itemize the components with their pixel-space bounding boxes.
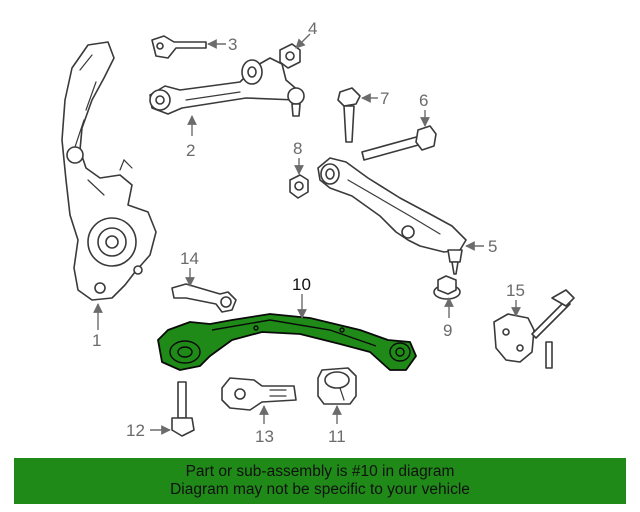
- notice-line-1: Part or sub-assembly is #10 in diagram: [185, 463, 455, 480]
- callout-2: 2: [186, 141, 195, 160]
- part-1-knuckle[interactable]: [61, 41, 157, 301]
- part-7-bolt[interactable]: [337, 87, 361, 143]
- callout-14: 14: [180, 249, 199, 268]
- diagram-notice-banner: Part or sub-assembly is #10 in diagram D…: [14, 458, 626, 504]
- callout-6: 6: [419, 91, 428, 110]
- part-15-sensor[interactable]: [493, 289, 575, 369]
- leader-lines: [93, 33, 521, 435]
- part-6-bolt[interactable]: [361, 125, 437, 161]
- part-4-nut[interactable]: [279, 43, 301, 69]
- parts-diagram: 1 2 3 4 5 6 7 8 9 10 11 12 13 14 15: [61, 19, 575, 446]
- callout-12: 12: [126, 421, 145, 440]
- part-3-bracket[interactable]: [151, 35, 207, 59]
- callout-8: 8: [293, 139, 302, 158]
- part-13-bracket[interactable]: [221, 377, 297, 411]
- part-10-lower-control-arm[interactable]: [157, 313, 417, 371]
- part-9-flange-nut[interactable]: [433, 275, 461, 300]
- part-5-lower-arm[interactable]: [317, 157, 467, 275]
- callout-1: 1: [92, 331, 101, 350]
- part-12-bolt[interactable]: [171, 381, 195, 437]
- callout-10: 10: [292, 275, 311, 294]
- callout-labels: 1 2 3 4 5 6 7 8 9 10 11 12 13 14 15: [92, 19, 525, 446]
- callout-3: 3: [228, 35, 237, 54]
- callout-4: 4: [308, 19, 317, 38]
- part-2-upper-control-arm[interactable]: [149, 57, 305, 117]
- notice-line-2: Diagram may not be specific to your vehi…: [170, 481, 470, 498]
- callout-15: 15: [506, 281, 525, 300]
- callout-9: 9: [443, 321, 452, 340]
- part-8-nut[interactable]: [289, 174, 309, 199]
- callout-13: 13: [255, 427, 274, 446]
- callout-5: 5: [488, 237, 497, 256]
- part-14-link[interactable]: [171, 283, 237, 313]
- callout-11: 11: [328, 427, 346, 446]
- callout-7: 7: [380, 89, 389, 108]
- part-11-bushing[interactable]: [317, 367, 357, 405]
